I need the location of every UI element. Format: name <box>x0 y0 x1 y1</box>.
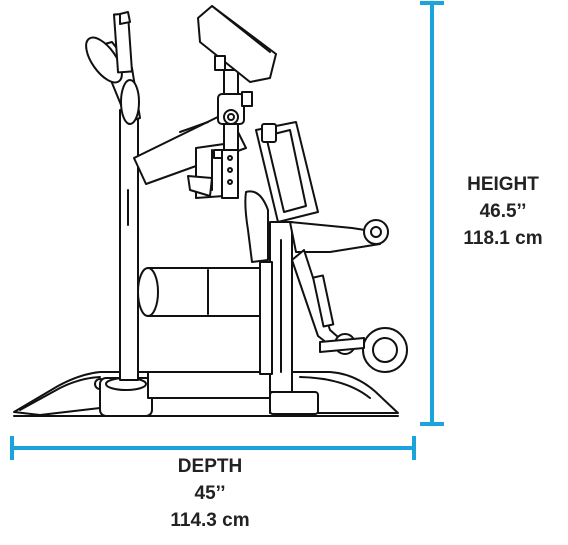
depth-imperial: 45’’ <box>194 483 226 504</box>
lower-center-post <box>259 261 273 375</box>
adjustment-lever <box>291 249 347 351</box>
selector-box <box>187 143 239 199</box>
depth-dimension-line <box>10 436 416 460</box>
depth-title: DEPTH <box>177 456 243 477</box>
upper-cross-arm <box>133 111 247 185</box>
depth-label: DEPTH 45’’ 114.3 cm <box>150 453 270 534</box>
height-dimension-line <box>420 1 444 426</box>
left-handle-assembly <box>85 11 141 125</box>
base-center-rail <box>147 371 271 399</box>
left-upright-post <box>119 109 139 381</box>
base-left-pad <box>99 377 153 417</box>
base-right-foot <box>269 371 399 415</box>
machine-drawing <box>13 5 408 417</box>
height-label: HEIGHT 46.5’’ 118.1 cm <box>440 171 566 252</box>
height-metric: 118.1 cm <box>463 228 543 249</box>
leg-extension-arm <box>289 219 389 253</box>
seat-cushion <box>137 267 271 317</box>
height-imperial: 46.5’’ <box>479 201 527 222</box>
roller-wheel <box>319 327 408 373</box>
height-title: HEIGHT <box>467 174 539 195</box>
top-arm-pad <box>197 5 277 83</box>
seat-frame-curve <box>244 190 269 263</box>
depth-metric: 114.3 cm <box>170 510 250 531</box>
right-upright-post <box>269 221 293 393</box>
back-pad <box>255 121 319 223</box>
